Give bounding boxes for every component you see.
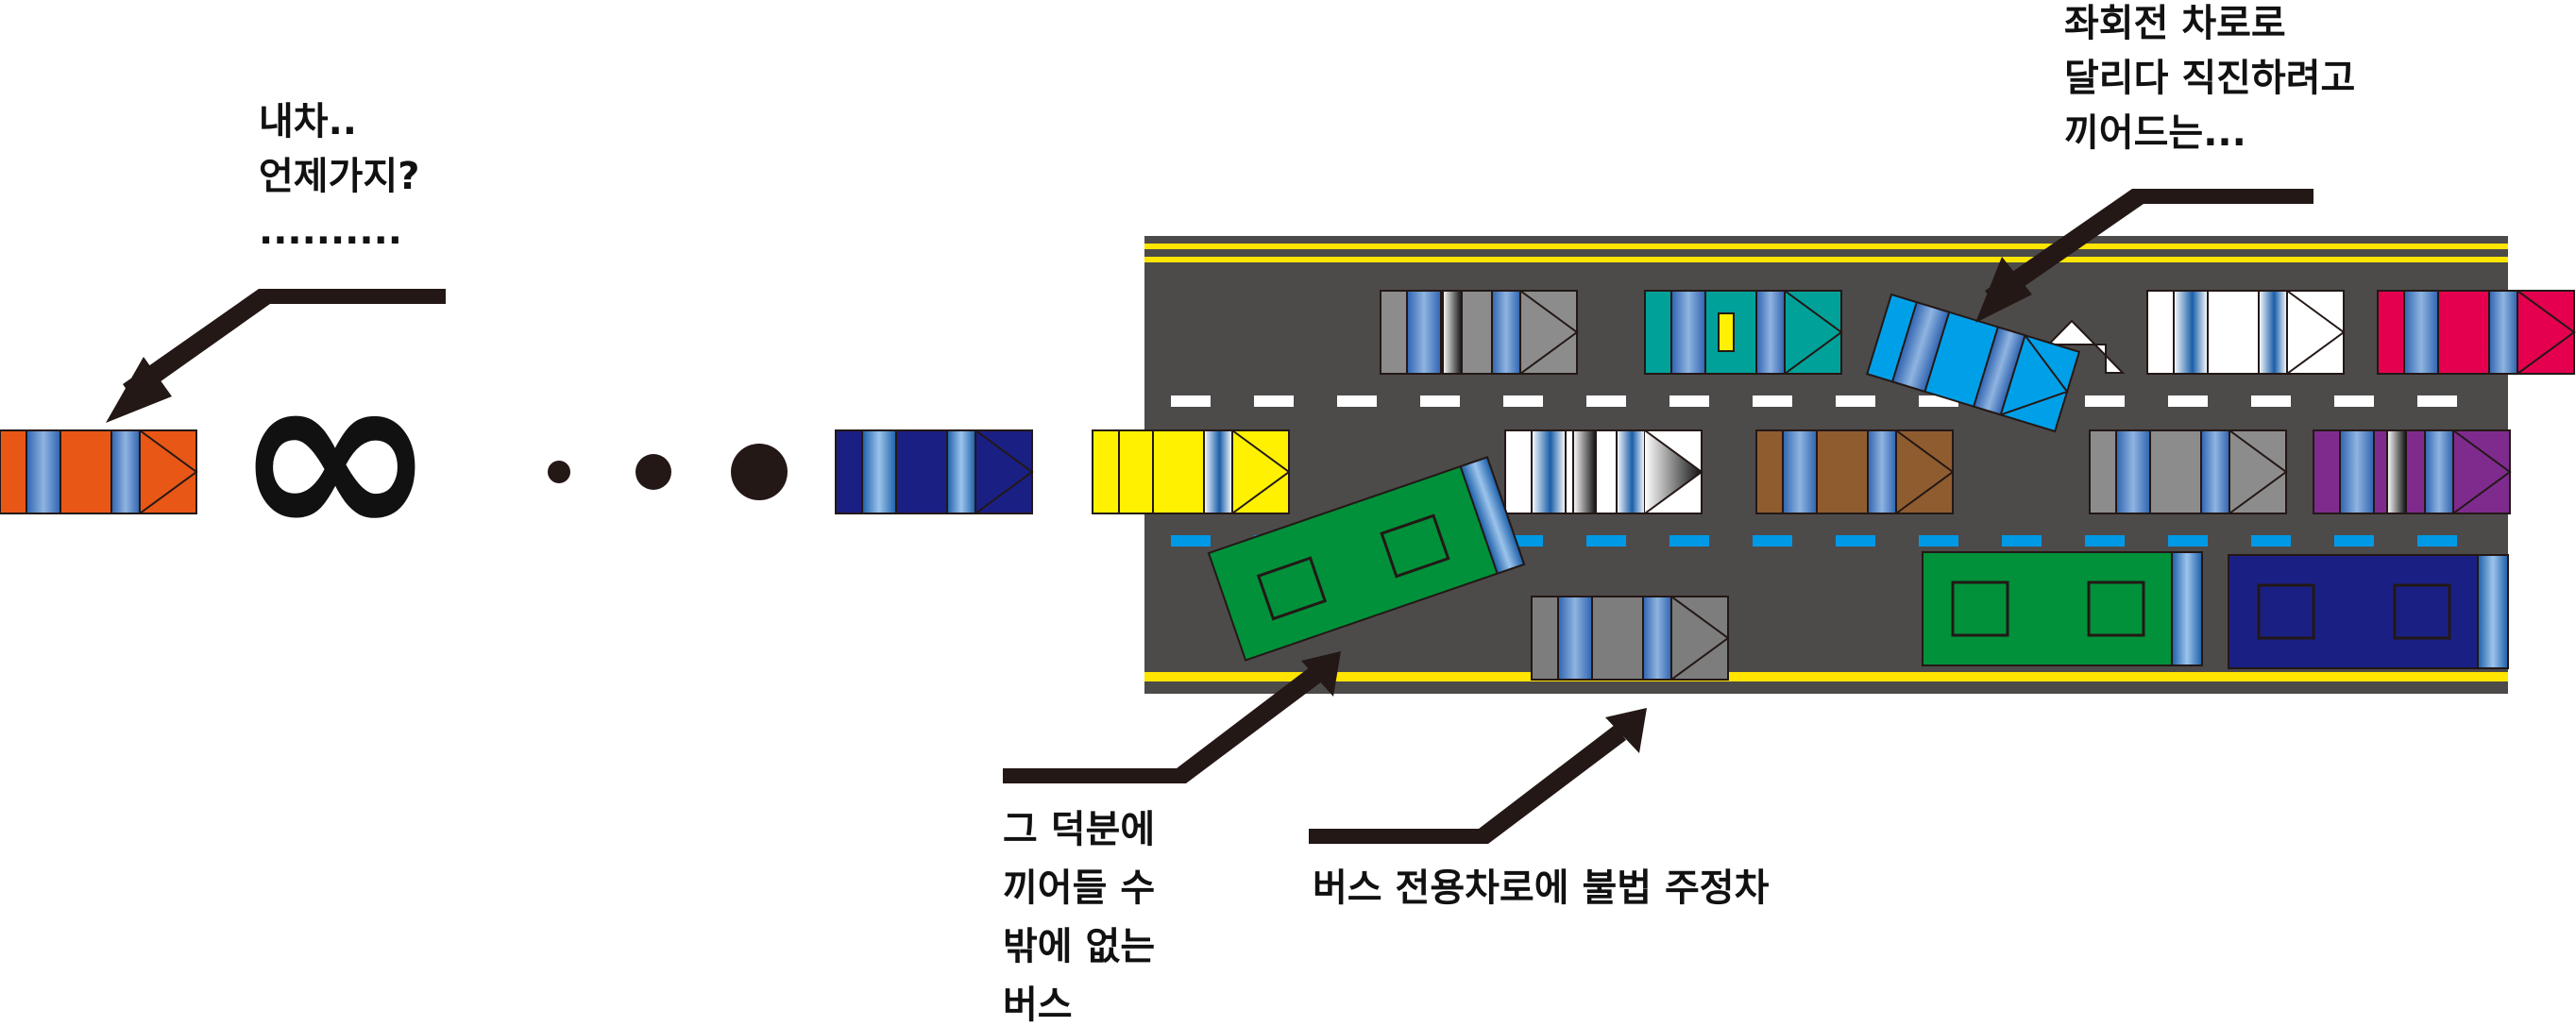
bus-lane-dash <box>2251 535 2291 547</box>
bus-lane-dash <box>2417 535 2457 547</box>
bus-navy-lane <box>2228 554 2509 669</box>
bus-lane-dash <box>2002 535 2042 547</box>
yellow-edge-line-bottom <box>1144 672 2508 681</box>
bus-green-cutting-in <box>1207 456 1526 662</box>
arrow-to-green-bus <box>1003 651 1341 783</box>
annotation-my-car-line3: .......... <box>259 210 402 253</box>
annotation-left-turn-line2: 달리다 직진하려고 <box>2064 57 2355 100</box>
arrow-to-my-car <box>106 289 446 423</box>
lane-divider-white <box>1171 395 2457 407</box>
car-purple-middle <box>2313 429 2512 514</box>
car-sky-merging <box>1866 293 2081 433</box>
car-yellow-queue <box>1092 429 1291 514</box>
annotation-my-car-line2: 언제가지? <box>259 155 419 198</box>
lane-dash <box>1586 395 1626 407</box>
bus-lane-dash <box>2085 535 2125 547</box>
annotation-parked-line1: 버스 전용차로에 불법 주정차 <box>1313 866 1770 910</box>
annotation-bus-line1: 그 덕분에 <box>1003 808 1155 851</box>
annotation-bus-line4: 버스 <box>1003 984 1073 1026</box>
car-teal-top <box>1644 290 1843 375</box>
car-gray-middle <box>2089 429 2288 514</box>
bus-lane-dash <box>2334 535 2374 547</box>
car-navy-queue <box>835 429 1034 514</box>
lane-dash <box>2251 395 2291 407</box>
arrow-to-merging-car <box>1975 189 2313 323</box>
lane-dash <box>1171 395 1211 407</box>
annotation-left-turn: 좌회전 차로로 달리다 직진하려고 끼어드는... <box>2064 2 2355 155</box>
car-white-top <box>2146 290 2346 375</box>
lane-dash <box>1337 395 1377 407</box>
annotation-left-turn-line1: 좌회전 차로로 <box>2064 2 2286 45</box>
annotation-my-car: 내차.. 언제가지? .......... <box>259 100 419 253</box>
infinity-symbol: ∞ <box>233 313 438 598</box>
annotation-left-turn-line3: 끼어드는... <box>2064 111 2246 155</box>
bus-lane-dash <box>1836 535 1875 547</box>
ellipsis-dot-1 <box>548 461 570 483</box>
bus-lane-dash <box>2168 535 2208 547</box>
bus-lane-dash <box>1171 535 1211 547</box>
lane-dash <box>2334 395 2374 407</box>
lane-dash <box>2085 395 2125 407</box>
lane-dash <box>1753 395 1792 407</box>
lane-dash <box>2168 395 2208 407</box>
bus-lane-dash <box>1669 535 1709 547</box>
bus-green-lane <box>1922 551 2203 666</box>
lane-dash <box>1503 395 1543 407</box>
annotation-bus-line3: 밖에 없는 <box>1003 925 1155 968</box>
annotation-bus: 그 덕분에 끼어들 수 밖에 없는 버스 <box>1003 808 1155 1026</box>
lane-dash <box>2417 395 2457 407</box>
annotation-bus-line2: 끼어들 수 <box>1003 866 1155 910</box>
yellow-center-line-top <box>1144 244 2508 249</box>
car-white-middle <box>1504 429 1703 514</box>
bus-lane-dash <box>1753 535 1792 547</box>
car-brown-middle <box>1755 429 1955 514</box>
ellipsis-dot-2 <box>636 454 671 490</box>
car-gray-parked-illegally <box>1531 596 1730 681</box>
annotation-my-car-line1: 내차.. <box>259 100 357 143</box>
car-my-car <box>0 429 198 514</box>
lane-dash <box>1254 395 1294 407</box>
arrow-to-parked-car <box>1309 708 1647 844</box>
lane-dash <box>1420 395 1460 407</box>
car-red-top <box>2377 290 2576 375</box>
ellipsis-dot-3 <box>731 444 788 500</box>
annotation-parked: 버스 전용차로에 불법 주정차 <box>1313 866 1770 910</box>
lane-dash <box>1836 395 1875 407</box>
bus-lane-dash <box>1919 535 1958 547</box>
car-gray-top <box>1380 290 1579 375</box>
bus-lane-dash <box>1586 535 1626 547</box>
yellow-center-line-top-2 <box>1144 257 2508 262</box>
lane-dash <box>1669 395 1709 407</box>
